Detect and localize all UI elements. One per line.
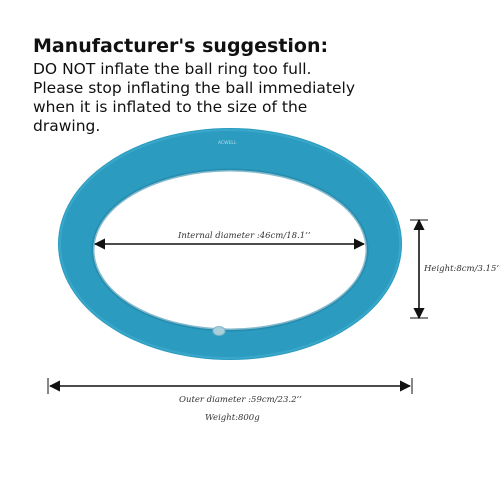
ring-inner-shadow [91, 168, 369, 332]
ring-outer-highlight [59, 129, 401, 359]
suggestion-heading: Manufacturer's suggestion: [33, 35, 329, 57]
ring-brand: ACWELL [218, 140, 237, 146]
suggestion-line-1: DO NOT inflate the ball ring too full. [33, 60, 312, 78]
suggestion-line-3: when it is inflated to the size of the [33, 98, 308, 116]
suggestion-line-2: Please stop inflating the ball immediate… [33, 79, 356, 97]
internal-diameter-label: Internal diameter :46cm/18.1’’ [177, 231, 311, 241]
ring-body [57, 127, 402, 361]
suggestion-text: DO NOT inflate the ball ring too full. P… [33, 60, 363, 136]
valve-icon [212, 326, 226, 336]
suggestion-line-4: drawing. [33, 117, 101, 135]
outer-diameter-label: Outer diameter :59cm/23.2’’ [179, 395, 302, 405]
height-label: Height:8cm/3.15’’ [423, 264, 500, 274]
weight-label: Weight:800g [205, 413, 260, 423]
